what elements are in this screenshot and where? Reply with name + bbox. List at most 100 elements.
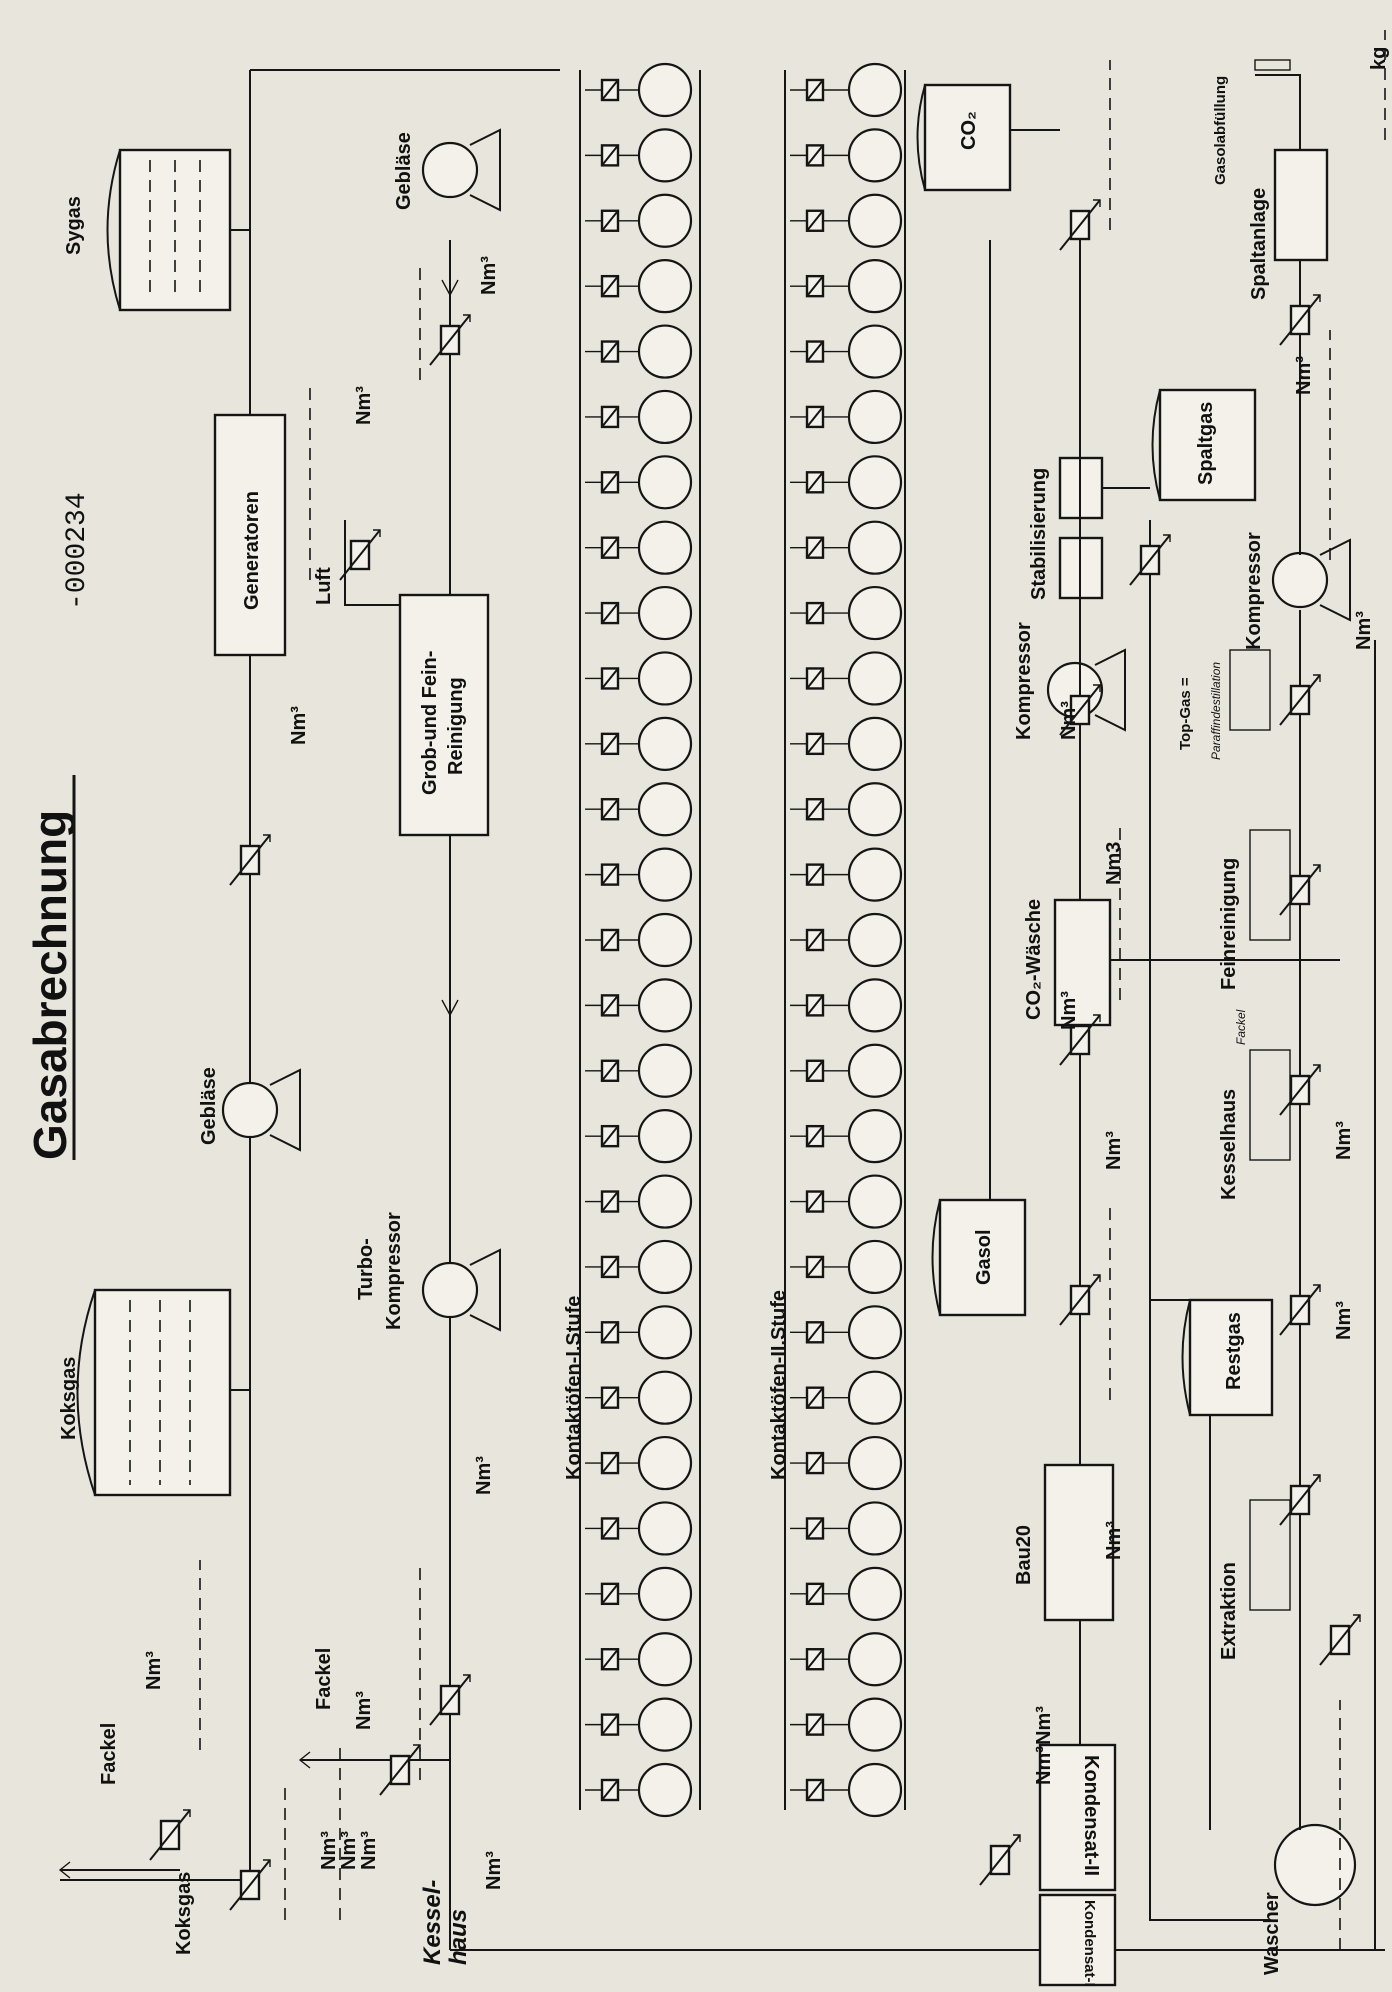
- unit-nm3-label: Nm³: [1058, 991, 1080, 1030]
- stage2-oven: [847, 1632, 903, 1687]
- unit-nm3-label: Nm³: [318, 1831, 340, 1870]
- kesselhaus-meter: [1249, 1049, 1291, 1161]
- stage1-oven: [637, 912, 693, 968]
- stage2-oven: [847, 62, 903, 118]
- top-gas-label: Top-Gas =: [1177, 677, 1194, 750]
- stage2-oven: [847, 782, 903, 837]
- bau20-box: [1043, 1463, 1115, 1622]
- stage2-oven: [847, 389, 903, 445]
- gas-cylinder-icon: [1254, 59, 1291, 71]
- unit-nm3-label: Nm³: [288, 706, 310, 745]
- extraktion-label: Extraktion: [1218, 1562, 1240, 1660]
- meter-valve: [1279, 1284, 1321, 1336]
- stage1-oven: [637, 1566, 693, 1621]
- meter-valve: [339, 529, 381, 581]
- generated-elements: Nm³Nm³Nm³Nm³Nm³Nm³Nm³Nm³Nm³Nm³Nm³Nm³Nm³N…: [143, 30, 1386, 1950]
- sygas-tank-dome: [106, 149, 121, 311]
- koksgas-tank-label: Koksgas: [58, 1357, 80, 1440]
- paraffin-meter-box: [1229, 649, 1271, 731]
- stage1-oven: [637, 1435, 693, 1491]
- meter-valve: [1129, 534, 1171, 586]
- stabilisierung-label: Stabilisierung: [1028, 468, 1050, 600]
- stage1-oven: [637, 1370, 693, 1425]
- unit-nm3-label: Nm³: [1293, 356, 1315, 395]
- luft-line: [344, 520, 400, 606]
- stage2-oven: [847, 847, 903, 902]
- meter-valve: [1059, 1274, 1101, 1326]
- wascher-symbol: [1273, 1823, 1357, 1907]
- kondensat-2-box: [1038, 1743, 1117, 1892]
- kontaktoefen-stufe-1: Kontaktöfen-I.Stufe: [563, 70, 701, 1810]
- co2-waesche-box: [1053, 898, 1112, 1027]
- stage2-oven: [847, 585, 903, 641]
- stage2-oven: [847, 1239, 903, 1295]
- koksgas-tank: Koksgas: [58, 1288, 250, 1497]
- grob-fein-label: Grob-und Fein-: [419, 651, 441, 795]
- paraffin-label: Paraffindestillation: [1209, 662, 1223, 760]
- kontaktoefen-stufe-2: Kontaktöfen-II.Stufe: [768, 70, 906, 1810]
- koksgas-line-label: Koksgas: [173, 1872, 195, 1955]
- kontakt2-label: Kontaktöfen-II.Stufe: [768, 1290, 790, 1480]
- unit-nm3-label: Nm³: [1353, 611, 1375, 650]
- grob-fein-reinigung-box: [398, 593, 490, 837]
- sygas-tank: Sygas: [63, 148, 250, 312]
- geblaese-mid-stand: [269, 1068, 301, 1152]
- spaltgas-tank: [1158, 388, 1257, 502]
- meter-valve: [979, 1834, 1021, 1886]
- generatoren-box: [213, 413, 287, 657]
- stage2-oven: [847, 1305, 903, 1360]
- stage2-oven: [847, 324, 903, 379]
- stage2-oven: [847, 1370, 903, 1425]
- unit-nm3-label: Nm³: [353, 1691, 375, 1730]
- meter-valve: [229, 834, 271, 886]
- stage1-ovens: [585, 62, 693, 1818]
- restgas-tank: [1188, 1298, 1274, 1417]
- stage1-oven: [637, 847, 693, 902]
- extraktion-meter: [1249, 1499, 1291, 1611]
- stage1-oven: [637, 324, 693, 379]
- spaltanlage-label: Spaltanlage: [1248, 188, 1270, 300]
- spaltanlage-box: [1273, 148, 1329, 262]
- meter-valve: [1319, 1614, 1361, 1666]
- title-group: Gasabrechnung -000234: [24, 492, 93, 1160]
- kondensat-1-box: [1038, 1893, 1117, 1987]
- stage1-oven: [637, 782, 693, 837]
- co2-label: CO₂: [958, 111, 980, 150]
- kg-label: kg: [1368, 47, 1390, 70]
- geblaese-top-symbol: [421, 141, 479, 199]
- stage1-oven: [637, 128, 693, 183]
- stage1-oven: [637, 585, 693, 641]
- meter-valve: [1059, 199, 1101, 251]
- meter-valve: [1279, 674, 1321, 726]
- stage1-oven: [637, 1109, 693, 1164]
- unit-nm3-label: Nm³: [478, 256, 500, 295]
- geblaese-top-stand: [469, 128, 501, 212]
- meter-valve: [149, 1809, 191, 1861]
- co2-tank: [923, 83, 1012, 192]
- stage2-oven: [847, 1043, 903, 1098]
- unit-nm3-label: Nm³: [338, 1831, 360, 1870]
- second-pipeline: Gebläse Grob-und Fein- Reinigung Luft Tu…: [298, 128, 1385, 1965]
- turbo-label-1: Turbo-: [355, 1238, 377, 1300]
- koksgas-tank-dome: [76, 1289, 96, 1496]
- page-title: Gasabrechnung: [24, 810, 76, 1160]
- kesselhaus-left-label: Kessel-haus: [419, 1880, 472, 1965]
- sygas-label: Sygas: [63, 196, 85, 255]
- co2-waesche-label: CO₂-Wäsche: [1023, 899, 1045, 1020]
- wascher-label: Wascher: [1261, 1892, 1283, 1975]
- stage2-oven: [847, 1109, 903, 1164]
- gasolabfuellung-label: Gasolabfüllung: [1212, 76, 1229, 185]
- turbo-kompressor-stand: [469, 1248, 501, 1332]
- stage2-oven: [847, 716, 903, 771]
- unit-nm3-label: Nm³: [143, 1651, 165, 1690]
- stage2-oven: [847, 1697, 903, 1752]
- unit-nm3-label: Nm³: [1333, 1121, 1355, 1160]
- stage2-ovens: [790, 62, 903, 1818]
- turbo-kompressor-symbol: [421, 1261, 479, 1319]
- bau20-label: Bau20: [1013, 1525, 1035, 1585]
- unit-nm3-label: Nm³: [1033, 1746, 1055, 1785]
- meter-valve: [429, 1674, 471, 1726]
- fackel-label-2: Fackel: [313, 1648, 335, 1710]
- kontakt1-label: Kontaktöfen-I.Stufe: [563, 1296, 585, 1480]
